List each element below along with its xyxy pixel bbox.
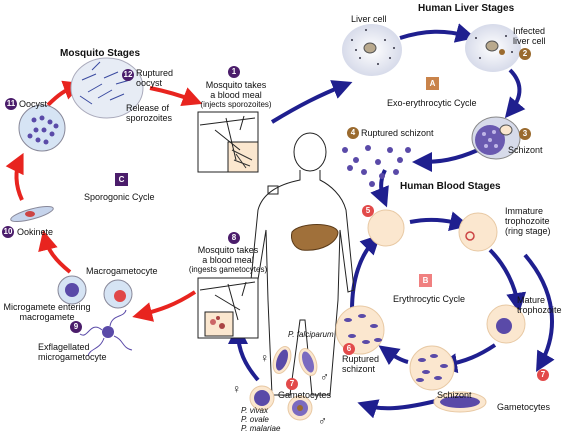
step-7b-badge: 7 [537,369,549,381]
step-4-badge: 4 [347,127,359,139]
gametocytes-others [249,385,313,421]
arrow-ruptured-to-blood [370,169,389,208]
step-1-badge: 1 [228,66,240,78]
arrow-center-to-bite [228,324,260,382]
center-gametocytes-label: Gametocytes [278,390,332,400]
liver-cell [342,24,402,76]
blood-schizont [409,345,455,391]
blood-gametocytes-label: Gametocytes [497,402,551,412]
arrow-ookinete-to-oocyst [5,152,24,201]
arrow-bite2-to-macro [132,290,197,322]
bite-box-2 [197,277,259,339]
exflagellated-microgametocyte [79,309,133,357]
arrow-merozoite-to-ring [409,211,470,231]
step-12-badge: 12 [122,69,134,81]
liver-schizont [471,116,521,160]
step-6-badge: 6 [343,343,355,355]
step-7a-badge: 7 [286,378,298,390]
step-10-badge: 10 [2,226,14,238]
arrow-macro-to-ookinete [38,230,72,274]
p-falciparum-label: P. falciparum [288,330,334,339]
cycle-b-marker: B [419,274,432,287]
arrow-infected-to-schizont [504,68,526,119]
female-symbol-1: ♀ [260,351,269,365]
bite-box-1 [197,111,259,173]
arrow-ring-to-mature [488,248,527,313]
macrogametocyte-label: Macrogametocyte [86,266,158,276]
male-symbol-1: ♂ [320,370,329,384]
arrow-ruptured-to-merozoite [350,234,381,311]
oocyst [18,104,66,152]
gametocytes-falciparum [272,346,318,376]
liver-organ [291,224,339,251]
step-9-badge: 9 [70,321,82,333]
infected-liver-cell [465,24,521,72]
cycle-b-label: Erythrocytic Cycle [393,294,466,304]
step-3-label: Schizont [508,145,543,155]
liver-cell-label: Liver cell [351,14,387,24]
mature-trophozoite [486,304,526,344]
female-symbol-2: ♀ [232,382,241,396]
blood-gametocyte [433,391,487,413]
step-8-badge: 8 [228,232,240,244]
arrow-gametocyte-to-center [357,398,441,419]
liver-ruptured-schizont [342,145,411,187]
step-11-label: Oocyst [19,99,48,109]
step-2-badge: 2 [519,48,531,60]
step-5-badge: 5 [362,205,374,217]
cycle-c-marker: C [115,173,128,186]
step-11-badge: 11 [5,98,17,110]
ring-trophozoite [458,212,498,252]
blood-stages-title: Human Blood Stages [400,181,501,192]
mosquito-stages-title: Mosquito Stages [60,48,141,59]
arrow-ring-to-gametocyte [523,253,555,372]
liver-stages-title: Human Liver Stages [418,3,515,14]
cycle-a-marker: A [426,77,439,90]
step-10-label: Ookinete [17,227,54,237]
arrow-schizont-to-ruptured [412,148,479,172]
cycle-c-label: Sporogonic Cycle [84,192,155,202]
ookinete [10,206,54,222]
arrow-bite-to-liver [270,80,353,124]
male-symbol-2: ♂ [318,414,327,428]
arrow-schizont-to-ruptured-blood [378,345,409,366]
cycle-a-label: Exo-erythrocytic Cycle [387,98,477,108]
blood-ruptured-schizont [335,305,385,355]
step-4-label: Ruptured schizont [361,128,434,138]
blood-schizont-label: Schizont [437,390,472,400]
step-3-badge: 3 [519,128,531,140]
macrogametocyte-pair [57,275,133,309]
merozoite-rbc [367,209,405,247]
arrow-ruptured-to-bite [149,86,203,107]
arrow-liver-to-infected [399,23,476,43]
